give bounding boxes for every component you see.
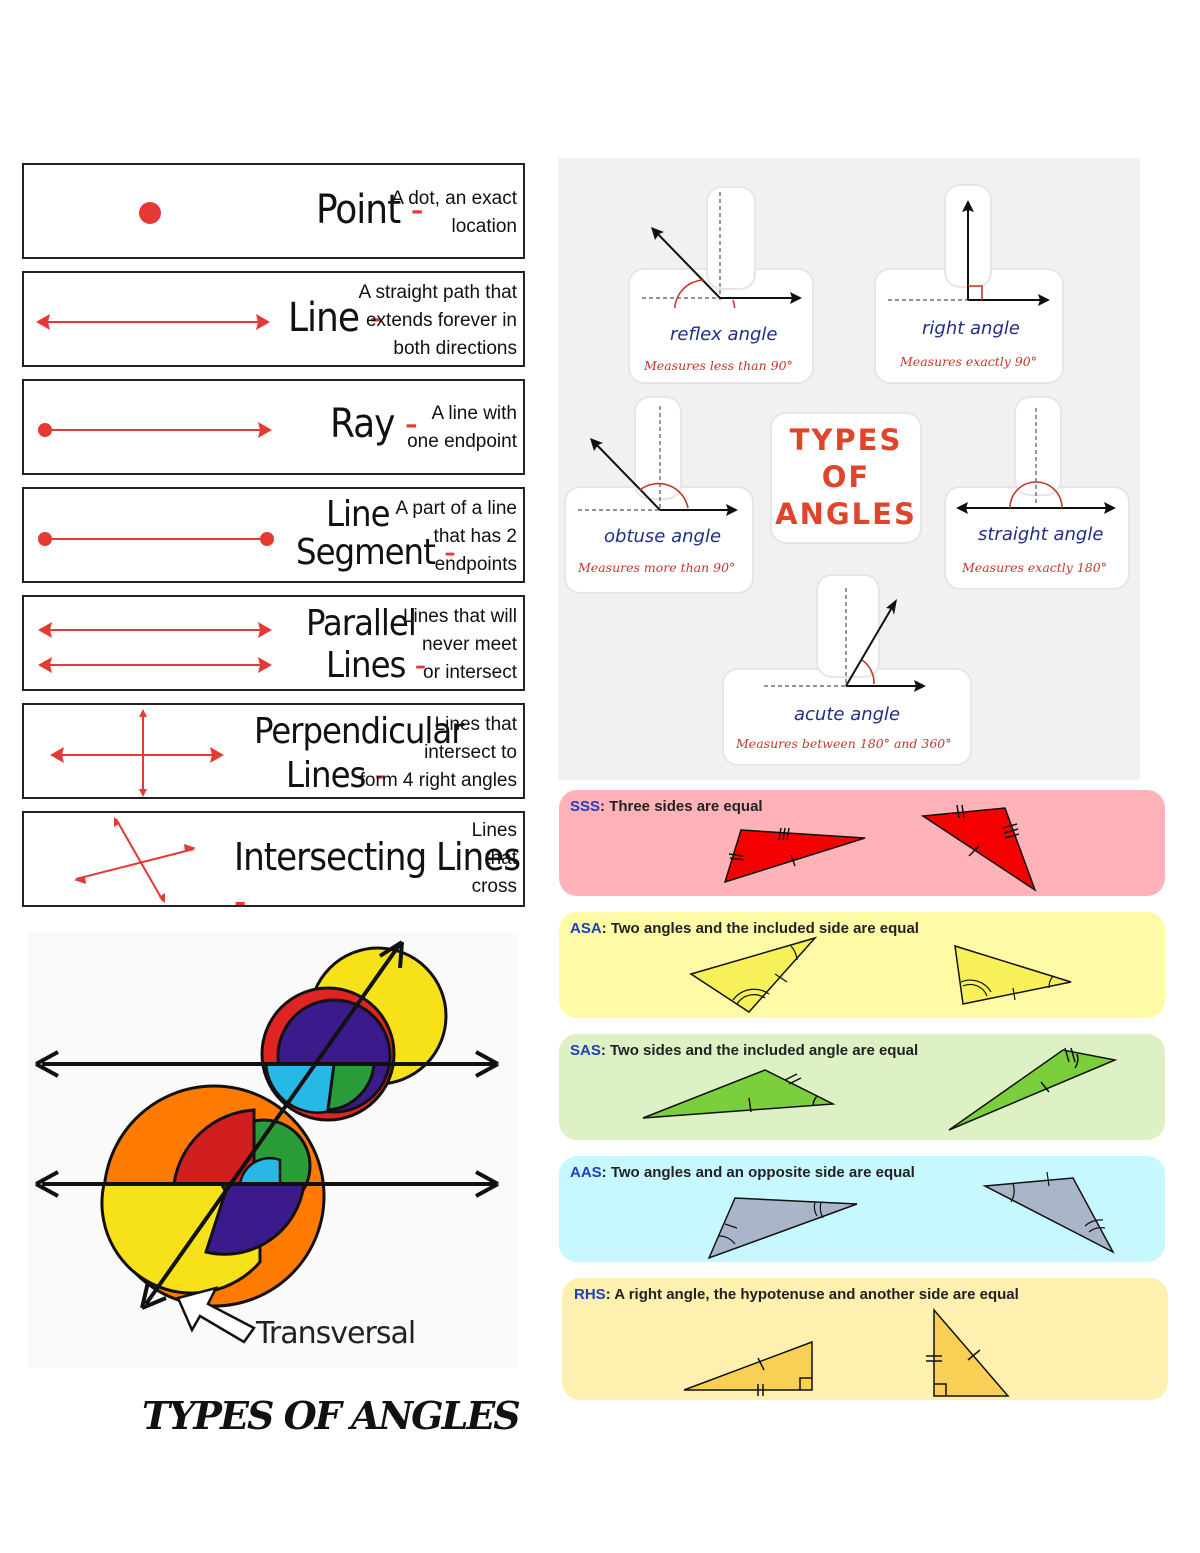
- reflex-angle-measure: Measures less than 90°: [644, 358, 793, 373]
- rule-sas: SAS: Two sides and the included angle ar…: [559, 1034, 1165, 1140]
- obtuse-angle-name: obtuse angle: [604, 526, 722, 547]
- rule-rhs: RHS: A right angle, the hypotenuse and a…: [562, 1278, 1168, 1400]
- rhs-triangles: [683, 1307, 1010, 1397]
- term-line-segment-2: Segment -: [296, 532, 456, 573]
- term-perpendicular-2: Lines -: [286, 755, 386, 796]
- reflex-angle-name: reflex angle: [670, 324, 778, 345]
- straight-angle-card: [946, 488, 1128, 588]
- obtuse-angle-diagram: [578, 406, 738, 516]
- term-line: Line -: [288, 295, 382, 341]
- desc-perpendicular: Lines that intersect to form 4 right ang…: [359, 714, 517, 791]
- desc-ray: A line with one endpoint: [407, 403, 517, 452]
- card-perpendicular-lines: Perpendicular Lines - Lines that interse…: [22, 703, 525, 799]
- rule-aas: AAS: Two angles and an opposite side are…: [559, 1156, 1165, 1262]
- right-angle-name: right angle: [922, 318, 1020, 339]
- card-ray: Ray - A line with one endpoint: [22, 379, 525, 475]
- ray-figure: [38, 422, 272, 438]
- intersecting-figure: [74, 817, 196, 903]
- rule-asa-text: ASA: Two angles and the included side ar…: [570, 920, 919, 937]
- straight-angle-name: straight angle: [978, 524, 1104, 545]
- transversal-diagram: [35, 940, 499, 1344]
- reflex-angle-card-tab: [708, 188, 754, 288]
- reflex-angle-card: [630, 270, 812, 382]
- acute-angle-name: acute angle: [794, 704, 901, 725]
- types-of-angles-panel: reflex angle Measures less than 90° righ…: [558, 158, 1140, 780]
- sss-triangles: [723, 804, 1037, 892]
- rule-aas-text: AAS: Two angles and an opposite side are…: [570, 1164, 915, 1181]
- term-parallel-1: Parallel: [306, 603, 417, 644]
- asa-triangles: [689, 936, 1072, 1013]
- types-of-angles-title: TYPES OF ANGLES: [775, 423, 917, 531]
- rule-sss-text: SSS: Three sides are equal: [570, 798, 763, 815]
- acute-angle-card-tab: [818, 576, 878, 676]
- term-parallel-2: Lines -: [326, 645, 426, 686]
- sas-triangles: [642, 1047, 1118, 1131]
- line-figure: [36, 314, 270, 330]
- rule-sas-text: SAS: Two sides and the included angle ar…: [570, 1042, 919, 1059]
- card-line-segment: Line Segment - A part of a line that has…: [22, 487, 525, 583]
- term-point: Point -: [316, 187, 424, 233]
- desc-point: A dot, an exact location: [391, 188, 517, 237]
- aas-triangles: [707, 1171, 1115, 1260]
- term-line-segment-1: Line: [326, 494, 390, 535]
- types-of-angles-title-card: [772, 414, 920, 542]
- straight-angle-diagram: [956, 408, 1116, 514]
- reflex-angle-diagram: [642, 192, 802, 308]
- segment-figure: [38, 532, 274, 546]
- rule-asa: ASA: Two angles and the included side ar…: [559, 912, 1165, 1018]
- types-of-angles-caption: TYPES OF ANGLES: [142, 1393, 521, 1438]
- transversal-figure: Transversal: [28, 932, 518, 1368]
- perpendicular-figure: [50, 709, 224, 797]
- straight-angle-card-tab: [1016, 398, 1060, 494]
- card-line: Line - A straight path that extends fore…: [22, 271, 525, 367]
- card-intersecting-lines: Intersecting Lines - Lines that cross: [22, 811, 525, 923]
- acute-angle-measure: Measures between 180° and 360°: [736, 736, 952, 751]
- term-ray: Ray -: [330, 401, 418, 447]
- obtuse-angle-card-tab: [636, 398, 680, 498]
- desc-line-segment: A part of a line that has 2 endpoints: [395, 498, 517, 575]
- straight-angle-measure: Measures exactly 180°: [962, 560, 1107, 575]
- transversal-label: Transversal: [256, 1316, 416, 1351]
- term-perpendicular-1: Perpendicular: [254, 711, 465, 752]
- parallel-figure: [38, 622, 272, 673]
- desc-line: A straight path that extends forever in …: [358, 282, 517, 359]
- acute-angle-diagram: [764, 588, 926, 692]
- desc-intersecting: Lines that cross: [471, 820, 517, 897]
- right-angle-measure: Measures exactly 90°: [900, 354, 1037, 369]
- rule-sss: SSS: Three sides are equal: [559, 790, 1165, 896]
- obtuse-angle-card: [566, 488, 752, 592]
- card-point: Point - A dot, an exact location: [22, 163, 525, 259]
- right-angle-diagram: [888, 200, 1050, 306]
- desc-parallel: Lines that will never meet or intersect: [402, 606, 517, 683]
- rule-rhs-text: RHS: A right angle, the hypotenuse and a…: [574, 1286, 1019, 1303]
- card-parallel-lines: Parallel Lines - Lines that will never m…: [22, 595, 525, 691]
- point-figure: [139, 202, 161, 224]
- term-intersecting: Intersecting Lines -: [234, 835, 521, 923]
- obtuse-angle-measure: Measures more than 90°: [578, 560, 736, 575]
